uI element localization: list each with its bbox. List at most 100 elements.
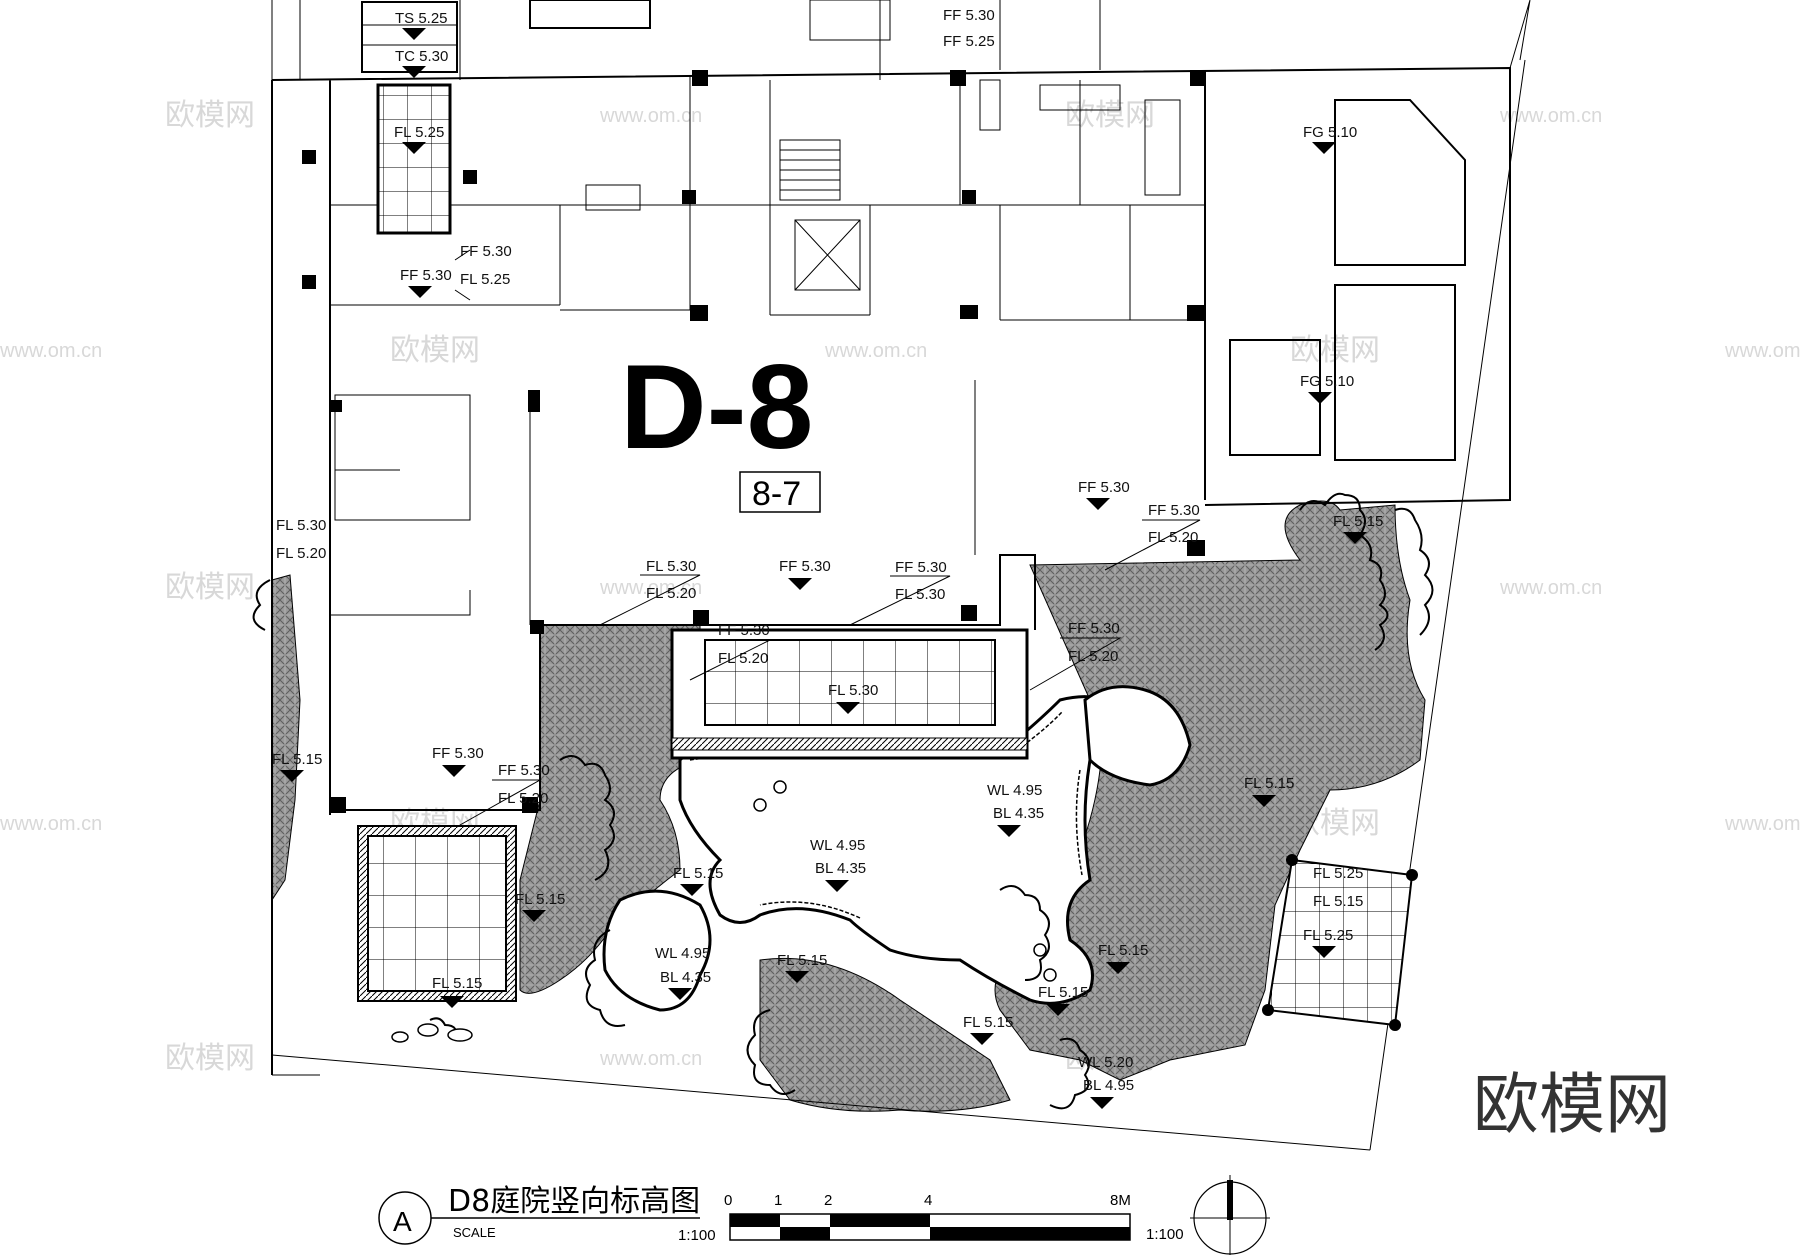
elevation-label: FF 5.30 <box>1148 502 1200 519</box>
elevation-marker: FL 5.20 <box>646 585 696 602</box>
elevation-marker: FF 5.30 <box>1078 479 1130 510</box>
paving-bottom <box>759 957 1011 1112</box>
elevation-label: FL 5.15 <box>515 891 565 908</box>
elevation-marker: BL 4.35 <box>815 860 866 892</box>
elevation-marker: FL 5.25 <box>1313 865 1363 882</box>
elevation-label: FF 5.30 <box>1068 620 1120 637</box>
elevation-triangle <box>1046 1004 1070 1016</box>
elevation-label: WL 4.95 <box>810 837 865 854</box>
elevation-label: FL 5.15 <box>777 952 827 969</box>
elevation-label: BL 4.95 <box>1083 1077 1134 1094</box>
elevation-label: FL 5.20 <box>718 650 768 667</box>
section-marker: A <box>393 1206 412 1237</box>
title-block: A D8庭院竖向标高图 SCALE 1:100 1:100 0 1 2 4 8M <box>378 1175 1270 1255</box>
elevation-label: WL 5.20 <box>1078 1054 1133 1071</box>
elevation-label: WL 4.95 <box>987 782 1042 799</box>
elevation-triangle <box>280 770 304 782</box>
elevation-label: FL 5.30 <box>276 517 326 534</box>
elevation-label: FF 5.30 <box>400 267 452 284</box>
elevation-marker: TS 5.25 <box>395 10 448 40</box>
elevation-triangle <box>402 66 426 78</box>
scale-tick-label: 2 <box>824 1192 832 1209</box>
elevation-label: FL 5.20 <box>646 585 696 602</box>
scale-tick-label: 4 <box>924 1192 932 1209</box>
scale-bar: 0 1 2 4 8M <box>724 1192 1131 1241</box>
elevation-marker: FF 5.30 <box>1148 502 1200 519</box>
elevation-marker: FL 5.20 <box>1068 648 1118 665</box>
entry-steps <box>361 0 891 235</box>
elevation-marker: FL 5.15 <box>1038 984 1088 1016</box>
watermark-url: www.om.cn <box>0 340 102 362</box>
elevation-triangle <box>825 880 849 892</box>
elevation-marker: BL 4.35 <box>993 805 1044 837</box>
elevation-marker: BL 4.95 <box>1083 1077 1134 1109</box>
elevation-label: TS 5.25 <box>395 10 448 27</box>
elevation-triangle <box>522 910 546 922</box>
elevation-triangle <box>1090 1097 1114 1109</box>
elevation-marker: FL 5.20 <box>1148 529 1198 546</box>
elevation-label: FL 5.30 <box>646 558 696 575</box>
unit-number: 8-7 <box>752 475 801 513</box>
elevation-triangle <box>1086 498 1110 510</box>
elevation-label: FL 5.15 <box>673 865 723 882</box>
elevation-triangle <box>1312 142 1336 154</box>
elevation-triangle <box>668 988 692 1000</box>
elevation-label: FG 5.10 <box>1303 124 1357 141</box>
elevation-label: FL 5.15 <box>1038 984 1088 1001</box>
elevation-marker: FL 5.15 <box>432 975 482 1008</box>
elevation-marker: FF 5.30 <box>718 622 770 639</box>
watermark-url: www.om.cn <box>1499 105 1602 127</box>
drawing-title: D8庭院竖向标高图 <box>448 1184 700 1219</box>
elevation-label: TC 5.30 <box>395 48 448 65</box>
building <box>271 0 1531 1151</box>
pond <box>678 695 1122 1005</box>
elevation-marker: WL 4.95 <box>987 782 1042 799</box>
elevation-marker: FG 5.10 <box>1303 124 1357 154</box>
watermark-text: 欧模网 <box>165 98 255 133</box>
elevation-label: BL 4.35 <box>815 860 866 877</box>
elevation-label: FL 5.15 <box>1244 775 1294 792</box>
elevation-marker: FL 5.15 <box>272 751 322 782</box>
watermark-text: 欧模网 <box>1065 98 1155 133</box>
elevation-marker: FL 5.15 <box>963 1014 1013 1045</box>
elevation-marker: FL 5.30 <box>895 586 945 603</box>
elevation-marker: FF 5.30 <box>1068 620 1120 637</box>
leader-lines <box>454 249 1201 826</box>
elevation-marker: FF 5.30 <box>943 7 995 24</box>
elevation-label: FL 5.20 <box>276 545 326 562</box>
watermark-text: 欧模网 <box>165 570 255 605</box>
elevation-marker: WL 4.95 <box>810 837 865 854</box>
watermark-url: www.om.cn <box>599 577 702 599</box>
watermark-url: www.om.cn <box>599 105 702 127</box>
elevation-label: FL 5.15 <box>432 975 482 992</box>
watermark-text: 欧模网 <box>165 1041 255 1076</box>
elevation-triangle <box>1308 392 1332 404</box>
terrace-platform <box>670 628 1029 760</box>
elevation-label: FL 5.15 <box>1333 513 1383 530</box>
watermark-url: www.om.cn <box>0 813 102 835</box>
watermark-url: www.om.cn <box>1724 340 1800 362</box>
stepping-stones <box>391 780 1057 1043</box>
paving-left <box>271 574 301 902</box>
scale-tick-label: 1 <box>774 1192 782 1209</box>
elevation-label: FL 5.15 <box>272 751 322 768</box>
watermark-url: www.om.cn <box>599 1048 702 1070</box>
watermark-url: www.om.cn <box>1499 577 1602 599</box>
elevation-marker: WL 4.95 <box>655 945 710 962</box>
elevation-label: FL 5.25 <box>460 271 510 288</box>
elevation-label: FL 5.15 <box>963 1014 1013 1031</box>
paving-areas <box>271 500 1426 1112</box>
elevation-marker: FL 5.25 <box>1303 927 1353 958</box>
elevation-triangle <box>440 996 464 1008</box>
right-pergola <box>1262 854 1418 1031</box>
elevation-marker: FL 5.30 <box>646 558 696 575</box>
elevation-marker: FL 5.30 <box>276 517 326 534</box>
scale-tick-label: 8M <box>1110 1192 1131 1209</box>
elevation-marker: FL 5.20 <box>718 650 768 667</box>
elevation-marker: FL 5.15 <box>673 865 723 896</box>
elevation-label: FF 5.25 <box>943 33 995 50</box>
elevation-triangle <box>785 971 809 983</box>
elevation-triangle <box>997 825 1021 837</box>
columns <box>302 70 1206 813</box>
watermark-url: www.om.cn <box>824 340 927 362</box>
